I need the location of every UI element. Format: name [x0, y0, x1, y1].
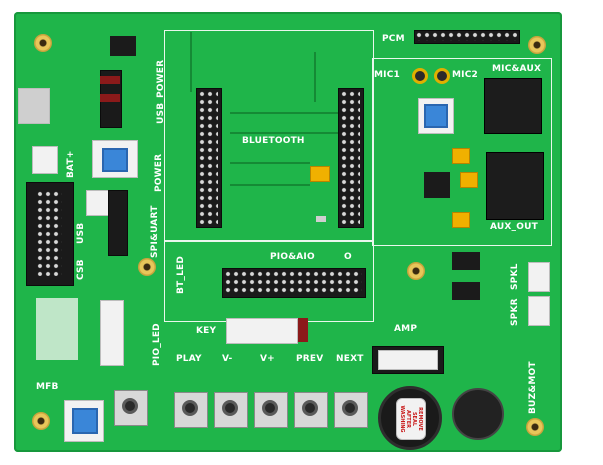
bluetooth-pins-right [340, 90, 360, 224]
vol-down-button-cap[interactable] [222, 400, 238, 416]
label-prev: PREV [296, 354, 324, 364]
smd-component [316, 216, 326, 222]
battery-connector [32, 146, 58, 174]
trace [230, 132, 340, 134]
label-pio-aio: PIO&AIO [270, 252, 315, 262]
vol-up-button-cap[interactable] [262, 400, 278, 416]
amp-jumper-caps [378, 350, 438, 370]
label-vminus: V- [222, 354, 233, 364]
trace [230, 162, 310, 164]
tantalum-capacitor [452, 148, 470, 164]
trace [230, 112, 340, 114]
uart-jumpers [108, 190, 128, 256]
mfb-tactile-button-cap[interactable] [122, 398, 138, 414]
speaker-left-connector [528, 262, 550, 292]
voltage-regulator [110, 36, 136, 56]
mic2 [434, 68, 450, 84]
tantalum-capacitor [310, 166, 330, 182]
mfb-button-cap[interactable] [72, 408, 98, 434]
label-mic-aux: MIC&AUX [492, 64, 542, 74]
label-usb: USB [76, 222, 86, 244]
mounting-hole-top-left [34, 34, 52, 52]
label-csb: CSB [76, 259, 86, 280]
label-mfb: MFB [36, 382, 59, 392]
speaker-amp-chip-2 [452, 282, 480, 300]
label-spkl: SPKL [510, 263, 520, 290]
label-mic2: MIC2 [452, 70, 478, 80]
bluetooth-pins-left [198, 90, 218, 224]
section-bluetooth [164, 30, 374, 242]
pcb-board: PCM USB_POWER BAT+ POWER USB CSB SPI&UAR… [14, 12, 562, 452]
mounting-hole-mid-right [407, 262, 425, 280]
tantalum-capacitor [452, 212, 470, 228]
tantalum-capacitor [460, 172, 478, 188]
speaker-amp-chip-1 [452, 252, 480, 270]
mini-usb-connector [18, 88, 50, 124]
aux-out-jack [486, 152, 544, 220]
label-spkr: SPKR [510, 298, 520, 326]
audio-amplifier-chip [424, 172, 450, 198]
next-button-cap[interactable] [342, 400, 358, 416]
label-next: NEXT [336, 354, 364, 364]
vibration-motor [452, 388, 504, 440]
buzzer-seal-text: REMOVE SEAL AFTER WASHING [399, 405, 423, 433]
label-power: POWER [154, 153, 164, 192]
mic1 [412, 68, 428, 84]
label-bat: BAT+ [66, 150, 76, 178]
mounting-hole-center [138, 258, 156, 276]
trace [314, 52, 316, 102]
led-array [36, 298, 78, 360]
power-switch-cap[interactable] [102, 148, 128, 172]
pio-led-dip-switch[interactable] [100, 300, 124, 366]
pcm-header-pins [415, 31, 517, 41]
mounting-hole-bottom-right [526, 418, 544, 436]
label-key: KEY [196, 326, 217, 336]
label-pio-aio-mark: O [344, 252, 352, 262]
label-play: PLAY [176, 354, 202, 364]
audio-button-cap[interactable] [424, 104, 448, 128]
label-mic1: MIC1 [374, 70, 400, 80]
key-jumper-cap [298, 318, 308, 342]
pio-aio-pins [224, 270, 362, 294]
mic-aux-jack [484, 78, 542, 134]
play-button-cap[interactable] [182, 400, 198, 416]
trace [190, 32, 192, 92]
label-pio-led: PIO_LED [152, 323, 162, 366]
key-dip-switch[interactable] [226, 318, 298, 344]
label-buz-mot: BUZ&MOT [528, 361, 538, 414]
mounting-hole-top-right [528, 36, 546, 54]
jumper-cap [100, 94, 120, 102]
speaker-right-connector [528, 296, 550, 326]
mounting-hole-bottom-left [32, 412, 50, 430]
buzzer-seal: REMOVE SEAL AFTER WASHING [396, 398, 426, 440]
trace [230, 184, 310, 186]
label-bluetooth: BLUETOOTH [242, 136, 305, 146]
section-audio [372, 58, 552, 246]
jumper-cap [100, 76, 120, 84]
label-aux-out: AUX_OUT [490, 222, 538, 232]
label-vplus: V+ [260, 354, 275, 364]
label-pcm: PCM [382, 34, 405, 44]
label-bt-led: BT_LED [176, 255, 186, 294]
usb-selector [86, 190, 110, 216]
spi-uart-pins [36, 190, 62, 276]
label-amp: AMP [394, 324, 418, 334]
label-usb-power: USB_POWER [156, 59, 166, 124]
label-spi-uart: SPI&UART [150, 205, 160, 258]
prev-button-cap[interactable] [302, 400, 318, 416]
